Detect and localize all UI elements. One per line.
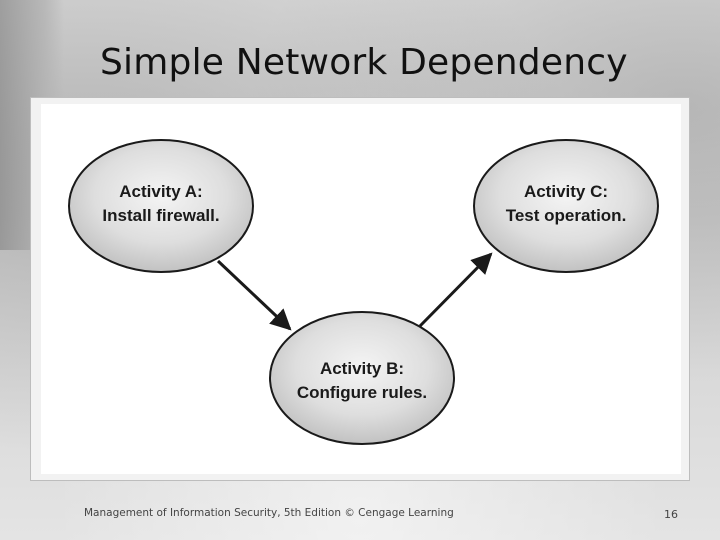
node-activity-c: Activity C: Test operation. xyxy=(473,139,659,273)
node-activity-c-line1: Activity C: xyxy=(524,182,608,201)
page-number: 16 xyxy=(664,508,678,521)
dependency-diagram: Activity A: Install firewall. Activity B… xyxy=(68,139,659,445)
edge-a-to-b xyxy=(216,259,292,331)
slide-footer: Management of Information Security, 5th … xyxy=(84,507,454,519)
figure-canvas: Activity A: Install firewall. Activity B… xyxy=(41,104,681,474)
node-activity-a-line1: Activity A: xyxy=(119,182,202,201)
edge-b-to-c xyxy=(418,252,493,328)
node-activity-a-line2: Install firewall. xyxy=(102,206,219,225)
node-activity-b-line2: Configure rules. xyxy=(297,383,427,402)
node-activity-a: Activity A: Install firewall. xyxy=(68,139,254,273)
node-activity-c-line2: Test operation. xyxy=(506,206,627,225)
node-activity-b-line1: Activity B: xyxy=(320,359,404,378)
slide-title: Simple Network Dependency xyxy=(100,42,628,83)
figure-frame: Activity A: Install firewall. Activity B… xyxy=(30,97,690,481)
node-activity-b: Activity B: Configure rules. xyxy=(269,311,455,445)
